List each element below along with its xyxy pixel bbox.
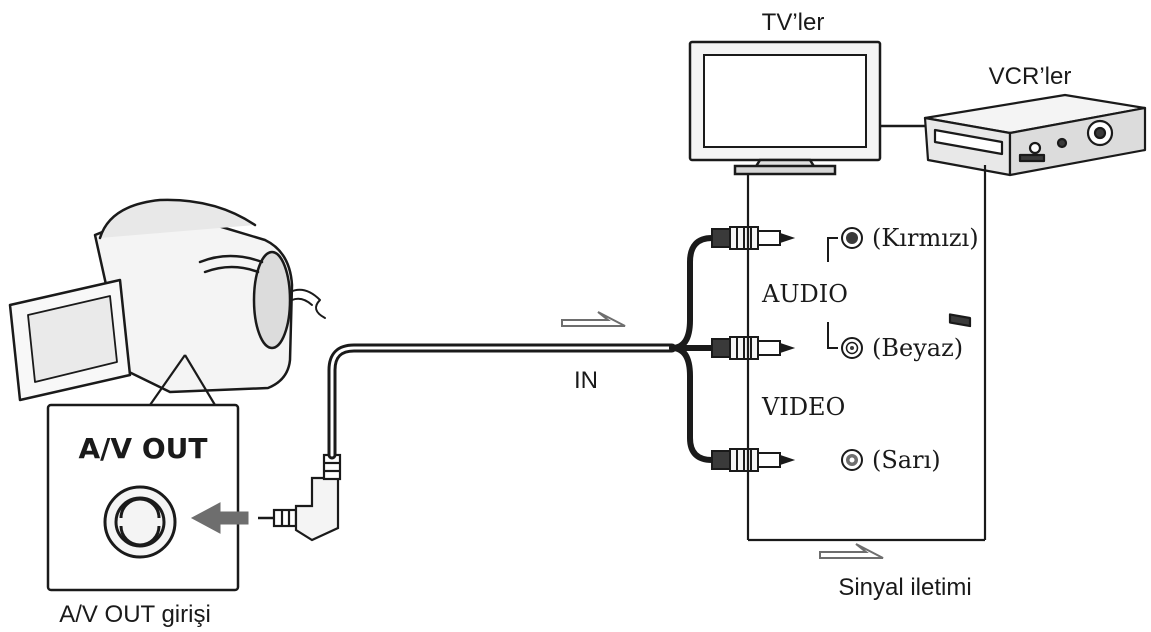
camcorder-lcd-inner [27, 295, 118, 383]
camcorder-icon [8, 198, 326, 402]
tv-icon [688, 40, 882, 176]
mini-plug [258, 453, 342, 542]
jack-yellow-icon [841, 449, 863, 471]
camcorder-strap [198, 254, 264, 264]
av-out-jack-caption: A/V OUT girişi [59, 601, 211, 628]
av-out-panel-label: A/V OUT [79, 432, 208, 465]
audio-bracket [827, 237, 838, 349]
rca-plug-red [711, 226, 796, 250]
av-out-panel: A/V OUT [46, 403, 249, 592]
av-cable [327, 235, 715, 463]
video-label: VIDEO [761, 393, 845, 421]
audio-label: AUDIO [761, 280, 848, 308]
jack-red-icon [841, 227, 863, 249]
jack-yellow-label: (Sarı) [872, 446, 941, 474]
in-label: IN [574, 367, 598, 394]
camcorder-wire [289, 288, 326, 319]
rca-plug-white [711, 336, 796, 360]
signal-arrow-icon [561, 311, 626, 327]
zoom-callout [149, 354, 216, 406]
rca-plug-yellow [711, 448, 796, 472]
camcorder-wire-2 [291, 297, 313, 306]
av-out-jack-icon [103, 485, 177, 559]
insert-arrow-icon [190, 502, 249, 534]
signal-flow-label: Sinyal iletimi [838, 574, 971, 601]
vcr-label: VCR’ler [989, 63, 1072, 90]
jack-white-icon [841, 337, 863, 359]
vcr-icon [923, 93, 1147, 328]
tv-label: TV’ler [762, 9, 825, 36]
camcorder-top [98, 198, 257, 240]
jack-white-label: (Beyaz) [872, 334, 963, 362]
camcorder-lens [252, 250, 292, 350]
input-panel-frame [746, 165, 987, 542]
jack-red-label: (Kırmızı) [872, 224, 979, 252]
signal-arrow-bottom-icon [819, 543, 884, 559]
camcorder-strap-2 [203, 265, 260, 274]
